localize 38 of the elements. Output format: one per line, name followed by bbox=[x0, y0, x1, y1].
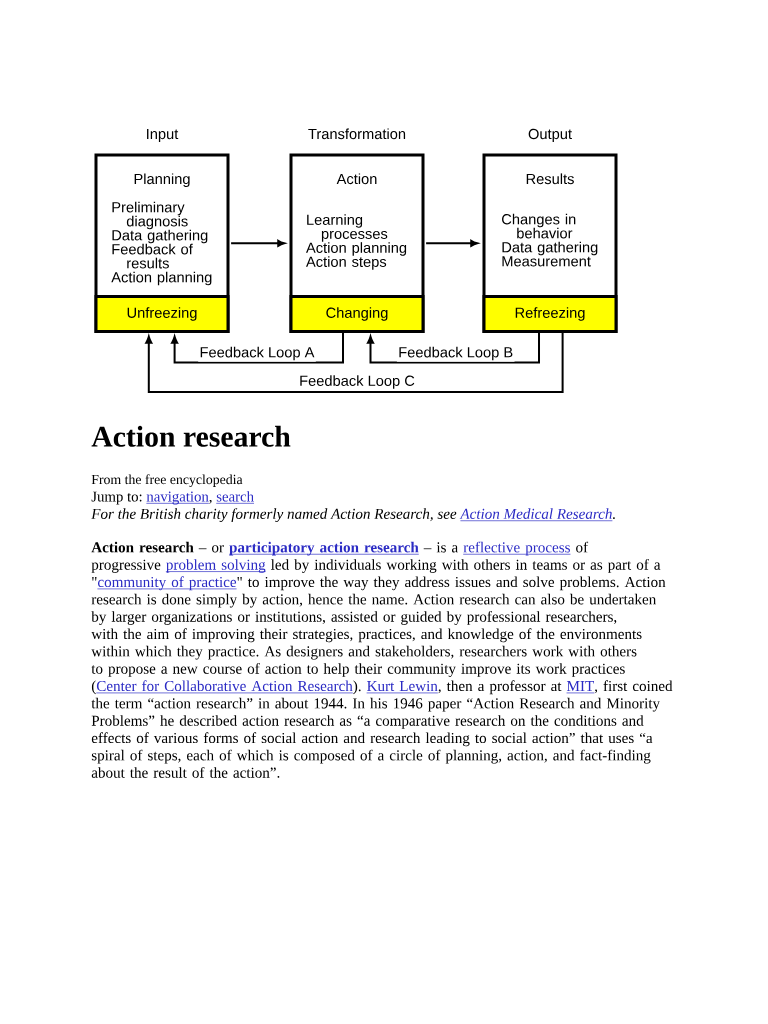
link: community of practice bbox=[97, 576, 237, 591]
stage-band: Unfreezing bbox=[94, 295, 230, 333]
note-line: For the British charity formerly named Action Research, see Action Medical Research. bbox=[91, 508, 615, 523]
list-item: Feedback of results bbox=[112, 243, 193, 269]
feedback-arrow bbox=[367, 332, 540, 364]
feedback-arrow bbox=[145, 332, 564, 393]
list-item: Action planning bbox=[306, 242, 407, 256]
link: Center for Collaborative Action Research bbox=[95, 680, 354, 694]
column-heading: Transformation bbox=[308, 128, 406, 140]
link: problem solving bbox=[165, 559, 266, 573]
paragraph: Action research – or participatory action research – is a reflective process of progressive problem solving led by individuals working with others in teams or as part of a "community of practice" to improve the way they address issues and solve problems. Action research is done simply by action, hence the name. Action research can also be undertaken by larger organizations or institutions, assisted or guided by professional researchers, with the aim of improving their strategies, practices, and knowledge of the environments within which they practice. As designers and stakeholders, researchers work with others to propose a new course of action to help their community improve its work practices (Center for Collaborative Action Research). Kurt Lewin, then a professor at MIT, first coined the term “action research” in about 1944. In his 1946 paper “Action Research and Minority Problems” he described action research as “a comparative research on the conditions and effects of various forms of social action and research leading to social action” that uses “a spiral of steps, each of which is composed of a circle of planning, action, and fact-finding about the result of the action”. bbox=[91, 541, 673, 778]
column-heading: Output bbox=[528, 128, 572, 143]
edge-label: Feedback Loop B bbox=[396, 345, 515, 362]
list-item: Changes in behavior bbox=[502, 213, 576, 239]
list-item: Action planning bbox=[111, 271, 212, 286]
page-title: Action research bbox=[91, 425, 291, 447]
arrow bbox=[425, 239, 479, 247]
subtitle: From the free encyclopedia bbox=[91, 474, 243, 487]
list-item: Learning processes bbox=[307, 214, 388, 242]
link: Action Medical Research bbox=[459, 508, 613, 522]
list-item: Measurement bbox=[502, 256, 591, 267]
link: MIT bbox=[566, 681, 595, 694]
stage-band: Changing bbox=[289, 295, 425, 333]
stage-band: Refreezing bbox=[482, 295, 618, 333]
navigation-line: Jump to: navigation, search bbox=[91, 491, 255, 505]
box-title: Results bbox=[526, 173, 574, 185]
list-item: Data gathering bbox=[112, 229, 208, 244]
link: participatory action research bbox=[228, 541, 420, 556]
link: search bbox=[215, 491, 255, 504]
column-heading: Input bbox=[147, 128, 179, 143]
list-item: Data gathering bbox=[502, 241, 598, 256]
box-title: Action bbox=[336, 173, 377, 185]
link: reflective process bbox=[462, 541, 571, 556]
box-title: Planning bbox=[134, 173, 190, 188]
list-item: Action steps bbox=[306, 256, 387, 270]
edge-label: Feedback Loop C bbox=[297, 373, 417, 391]
arrow bbox=[230, 239, 286, 247]
list-item: Preliminary diagnosis bbox=[112, 201, 188, 230]
